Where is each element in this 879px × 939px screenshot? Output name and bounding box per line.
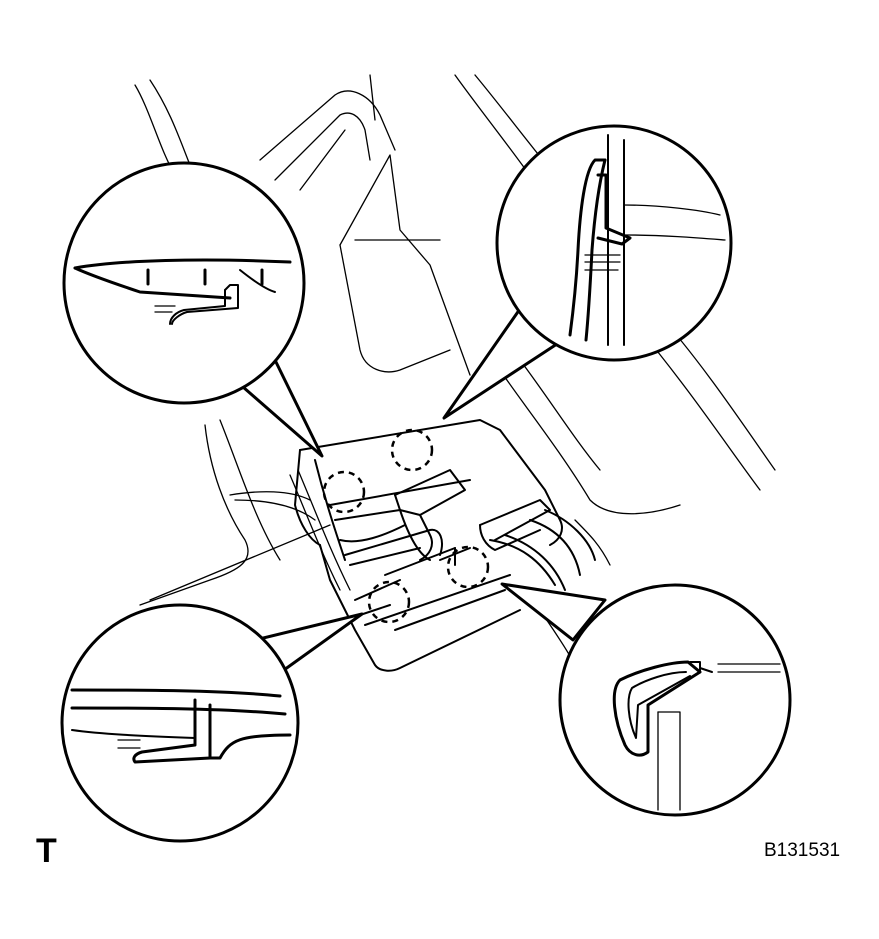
console-panel [229, 419, 596, 672]
clip-markers [322, 428, 490, 624]
clip-marker [446, 545, 490, 589]
clip-marker [390, 428, 434, 472]
clip-detail-lower-left [60, 603, 300, 843]
figure-id: B131531 [764, 840, 841, 861]
clip-detail-upper-right [495, 124, 733, 362]
leader-lower-right [500, 582, 607, 642]
clip-marker [367, 580, 411, 624]
clip-detail-lower-right [558, 583, 792, 817]
corner-mark: T [36, 832, 57, 870]
clip-marker [322, 470, 366, 514]
clip-detail-upper-left [62, 161, 306, 405]
